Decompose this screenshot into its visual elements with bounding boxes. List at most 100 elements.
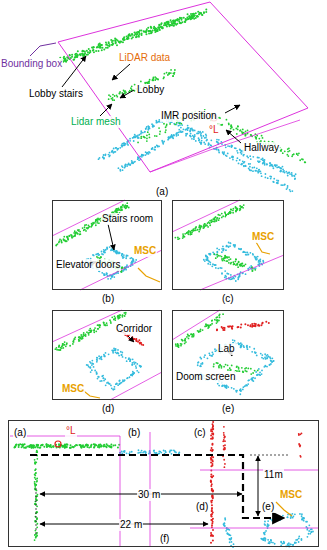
lidar-point [132, 36, 134, 38]
lidar-point [185, 129, 187, 131]
lidar-point [82, 227, 84, 229]
lidar-point [229, 278, 231, 280]
lidar-point [228, 256, 230, 258]
lidar-point [160, 26, 162, 28]
lidar-point [252, 253, 254, 255]
lidar-point [142, 155, 144, 157]
lidar-point [189, 130, 191, 132]
lidar-point [174, 124, 176, 126]
lidar-point [147, 131, 149, 133]
lidar-point [207, 226, 209, 228]
lidar-point [133, 260, 135, 262]
lidar-point [153, 125, 155, 127]
lidar-point [134, 134, 136, 136]
lidar-point [100, 44, 102, 46]
lidar-point [112, 352, 114, 354]
lidar-point [114, 315, 116, 317]
lidar-point [194, 14, 196, 16]
lidar-point [125, 357, 127, 359]
lidar-point [124, 90, 126, 92]
lidar-point [131, 364, 133, 366]
lidar-point [96, 373, 98, 375]
lidar-point [156, 122, 158, 124]
lidar-point [114, 386, 116, 388]
lidar-point [284, 172, 286, 174]
lidar-point [156, 135, 158, 137]
lidar-point [95, 330, 97, 332]
lidar-point [217, 214, 219, 216]
lidar-point [256, 167, 258, 169]
lidar-point [137, 158, 139, 160]
lidar-point [245, 263, 247, 265]
lidar-point [118, 380, 120, 382]
lidar-point [97, 218, 99, 220]
lidar-point [77, 233, 79, 235]
lidar-point [240, 249, 242, 251]
lidar-point [304, 161, 306, 163]
lidar-point [140, 136, 142, 138]
lidar-point [80, 337, 82, 339]
lidar-point [239, 205, 241, 207]
lidar-point [140, 365, 142, 367]
lidar-point [217, 149, 219, 151]
lidar-point [238, 261, 240, 263]
lidar-point [81, 50, 83, 52]
lidar-point [164, 131, 166, 133]
lidar-point [176, 135, 178, 137]
lidar-point [189, 129, 191, 131]
lidar-point [229, 157, 231, 159]
lidar-point [181, 339, 183, 341]
lidar-point [132, 261, 134, 263]
lidar-point [74, 54, 76, 56]
lidar-point [237, 126, 239, 128]
lidar-point [222, 260, 224, 262]
lidar-point [163, 24, 165, 26]
lidar-point [69, 55, 71, 57]
lidar-point [272, 181, 274, 183]
lidar-point [129, 140, 131, 142]
lidar-point [229, 242, 231, 244]
lidar-point [75, 53, 77, 55]
lidar-point [129, 376, 131, 378]
lidar-point [91, 224, 93, 226]
lidar-point [193, 136, 195, 138]
lidar-point [151, 32, 153, 34]
lidar-point [138, 36, 140, 38]
lidar-point [235, 258, 237, 260]
lidar-point [233, 263, 235, 265]
lidar-point [166, 123, 168, 125]
lidar-point [162, 143, 164, 145]
lidar-point [103, 322, 105, 324]
lidar-point [184, 21, 186, 23]
lidar-point [92, 224, 94, 226]
lidar-point [243, 251, 245, 253]
lidar-point [200, 135, 202, 137]
lidar-point [98, 222, 100, 224]
lidar-point [121, 266, 123, 268]
lidar-point [119, 252, 121, 254]
lidar-point [173, 135, 175, 137]
lidar-point [200, 143, 202, 145]
lidar-point [190, 136, 192, 138]
lidar-point [133, 34, 135, 36]
lidar-point [214, 264, 216, 266]
lidar-point [119, 92, 121, 94]
lidar-point [228, 262, 230, 264]
lidar-point [227, 213, 229, 215]
lidar-point [196, 133, 198, 135]
lidar-point [140, 366, 142, 368]
lidar-point [255, 256, 257, 258]
lidar-point [111, 249, 113, 251]
lidar-point [152, 125, 154, 127]
lidar-point [61, 242, 63, 244]
lidar-point [198, 226, 200, 228]
lidar-point [101, 375, 103, 377]
lidar-point [236, 208, 238, 210]
lidar-point [148, 81, 150, 83]
lidar-point [232, 159, 234, 161]
lidar-point [74, 336, 76, 338]
lidar-point [133, 136, 135, 138]
lidar-point [249, 166, 251, 168]
lidar-point [203, 11, 205, 13]
